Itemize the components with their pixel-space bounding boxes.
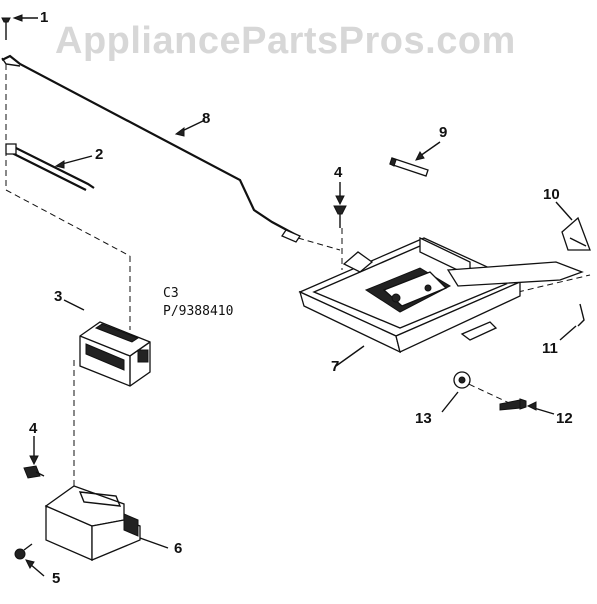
leader-12-arrow — [526, 401, 537, 411]
callout-10: 10 — [543, 186, 560, 203]
leader-7 — [335, 345, 365, 367]
model-code-line2: P/9388410 — [163, 304, 234, 319]
part-6-bracket[interactable] — [44, 485, 141, 561]
callout-2: 2 — [95, 146, 104, 163]
callout-13: 13 — [415, 410, 432, 427]
leader-10 — [555, 201, 573, 221]
callout-3: 3 — [54, 288, 63, 305]
leader-2 — [61, 155, 93, 165]
leader-8-arrow — [174, 127, 185, 137]
leader-4-top-arrow — [335, 195, 345, 206]
callout-1: 1 — [40, 9, 49, 26]
alignment-line-f — [297, 237, 341, 251]
leader-2-arrow — [54, 160, 65, 169]
part-11-clip[interactable] — [577, 303, 585, 327]
part-12-screw[interactable] — [499, 398, 527, 411]
leader-5 — [29, 563, 45, 577]
callout-9: 9 — [439, 124, 448, 141]
part-7-latch-plate[interactable] — [298, 236, 584, 354]
part-5-screw[interactable] — [14, 543, 33, 560]
leader-6 — [139, 537, 169, 549]
leader-1-arrow — [12, 14, 23, 22]
leader-13 — [441, 391, 459, 413]
part-13-washer[interactable] — [453, 371, 471, 389]
watermark: AppliancePartsPros.com — [55, 20, 516, 62]
leader-4-left-arrow — [29, 455, 39, 466]
part-1-screw[interactable] — [1, 17, 11, 40]
part-3-switch[interactable] — [79, 321, 151, 387]
leader-11 — [559, 325, 577, 341]
leader-5-arrow — [25, 559, 35, 569]
callout-12: 12 — [556, 410, 573, 427]
callout-4-left: 4 — [29, 420, 38, 437]
part-10-handle[interactable] — [561, 216, 591, 251]
part-8-lock-rod[interactable] — [1, 54, 301, 243]
part-9-pin[interactable] — [389, 157, 429, 177]
leader-9 — [419, 141, 441, 157]
leader-3 — [63, 299, 85, 311]
callout-8: 8 — [202, 110, 211, 127]
alignment-line-c — [5, 189, 131, 257]
callout-4-top: 4 — [334, 164, 343, 181]
alignment-line-h — [517, 274, 591, 293]
callout-11: 11 — [542, 340, 558, 357]
callout-7: 7 — [331, 358, 340, 375]
part-4-screw-left[interactable] — [23, 465, 45, 479]
leader-12 — [533, 407, 555, 415]
callout-6: 6 — [174, 540, 183, 557]
leader-9-arrow — [415, 151, 425, 161]
model-code-line1: C3 — [163, 286, 179, 301]
part-4-screw-top[interactable] — [333, 205, 347, 228]
part-2-rod[interactable] — [5, 143, 95, 191]
callout-5: 5 — [52, 570, 61, 587]
